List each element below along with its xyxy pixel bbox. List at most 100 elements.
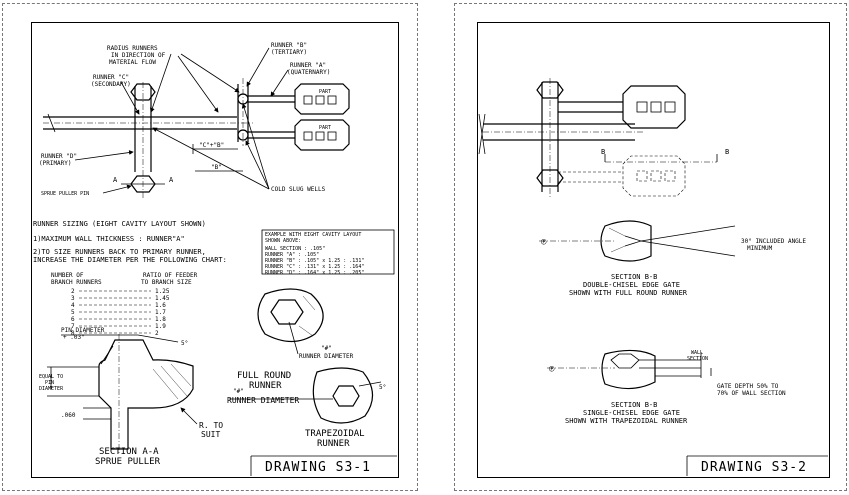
example-box: EXAMPLE WITH EIGHT CAVITY LAYOUT SHOWN A… [261, 229, 395, 276]
runner-c-label: RUNNER "C" [93, 74, 129, 81]
equal-to-sub-2: DIAMETER [39, 386, 64, 392]
chart-row-ratio: 1.9 [155, 323, 166, 330]
chart-row-branches: 7 [71, 323, 75, 330]
example-row: RUNNER "B" : .105" x 1.25 : .131" [265, 258, 364, 264]
note-2a: 2)TO SIZE RUNNERS BACK TO PRIMARY RUNNER… [33, 248, 206, 256]
section-mark-b-left: B [601, 148, 605, 156]
section-mark-a-right: A [169, 176, 174, 184]
trap-dim-label: RUNNER DIAMETER [227, 396, 299, 405]
single-chisel-gate-section: ℗ WALL SECTION GATE DEPTH 50% TO 70% OF … [547, 349, 786, 425]
drawing-frame [31, 22, 399, 478]
single-chisel-title-2: SINGLE-CHISEL EDGE GATE [583, 409, 680, 417]
sprue-puller-section: PIN DIAMETER + .03" 5° EQUAL TO PIN DIAM… [39, 327, 223, 467]
full-round-dim: "#" [321, 345, 332, 352]
radius-runners-label-3: MATERIAL FLOW [109, 59, 156, 66]
chart-row-ratio: 1.6 [155, 302, 166, 309]
note-2b: INCREASE THE DIAMETER PER THE FOLLOWING … [33, 256, 227, 264]
chart-row-ratio: 1.25 [155, 288, 170, 295]
parting-line-symbol: ℗ [549, 365, 555, 375]
section-a-a-title: SECTION A-A [99, 447, 159, 457]
angle-note-sub: MINIMUM [747, 245, 773, 252]
runner-sizing-notes: RUNNER SIZING (EIGHT CAVITY LAYOUT SHOWN… [33, 220, 227, 264]
pin-diameter-label: PIN DIAMETER [61, 327, 105, 334]
trap-dim: "#" [233, 388, 244, 395]
pin-diameter-sub: + .03" [63, 334, 85, 341]
callouts: RADIUS RUNNERS IN DIRECTION OF MATERIAL … [39, 42, 330, 197]
example-row: RUNNER "C" : .131" x 1.25 : .164" [265, 264, 364, 270]
radius-runners-label: RADIUS RUNNERS [107, 45, 158, 52]
chart-col2-header-2: TO BRANCH SIZE [141, 279, 192, 286]
runner-c-sub: (SECONDARY) [91, 81, 131, 88]
double-chisel-title: SECTION B-B [611, 273, 657, 281]
double-chisel-gate-section: ℗ 30° INCLUDED ANGLE MINIMUM SECTION B-B… [539, 220, 806, 297]
part-label: PART [319, 125, 331, 131]
angle-note: 30° INCLUDED ANGLE [741, 238, 806, 245]
runner-a-sub: (QUATERNARY) [287, 69, 330, 76]
equal-to-sub: PIN [45, 380, 54, 386]
chart-col1-header: NUMBER OF [51, 272, 84, 279]
full-round-runner-section: "#" RUNNER DIAMETER FULL ROUND RUNNER [237, 288, 354, 391]
notes-heading: RUNNER SIZING (EIGHT CAVITY LAYOUT SHOWN… [33, 220, 206, 228]
drawing-sheet-s3-2: B B ℗ 30° INCLUDED ANGLE MINIMUM SECTION… [454, 3, 847, 491]
full-round-title: FULL ROUND [237, 371, 291, 381]
runner-b-label: RUNNER "B" [271, 42, 307, 49]
example-title: EXAMPLE WITH EIGHT CAVITY LAYOUT [265, 232, 361, 238]
gate-layout: B B [478, 78, 729, 199]
example-row: RUNNER "D" : .164" x 1.25 : .205" [265, 270, 364, 276]
dim-b: "B" [211, 164, 222, 171]
note-1: 1)MAXIMUM WALL THICKNESS : RUNNER"A" [33, 235, 185, 243]
gate-depth-sub: 70% OF WALL SECTION [717, 390, 786, 397]
chart-row-branches: 4 [71, 302, 75, 309]
drawing-sheet-s3-1: PART PART RADIUS RUNNERS IN DIRECTION OF… [2, 3, 418, 491]
chart-row-branches: 5 [71, 309, 75, 316]
chart-col1-header-2: BRANCH RUNNERS [51, 279, 102, 286]
chart-row-ratio: 1.7 [155, 309, 166, 316]
chart-row-branches: 2 [71, 288, 75, 295]
example-row: WALL SECTION : .105" [265, 246, 325, 252]
wall-label: WALL [691, 350, 703, 356]
drawing-label-s3-1: DRAWING S3-1 [265, 460, 371, 475]
trap-title: TRAPEZOIDAL [305, 429, 365, 439]
double-chisel-title-3: SHOWN WITH FULL ROUND RUNNER [569, 289, 688, 297]
cold-slug-label: COLD SLUG WELLS [271, 186, 326, 193]
part-label: PART [319, 89, 331, 95]
ratio-chart: NUMBER OF BRANCH RUNNERS RATIO OF FEEDER… [51, 272, 198, 337]
gate-depth-note: GATE DEPTH 50% TO [717, 383, 779, 390]
chart-row-branches: 8 [71, 330, 75, 337]
example-row: RUNNER "A" : .105" [265, 252, 319, 258]
chart-row-ratio: 1.8 [155, 316, 166, 323]
sprue-pin-label: SPRUE PULLER PIN [41, 191, 89, 197]
chart-row-branches: 6 [71, 316, 75, 323]
runner-layout: PART PART [43, 78, 350, 199]
trapezoidal-runner-section: 5° "#" RUNNER DIAMETER TRAPEZOIDAL RUNNE… [227, 367, 386, 449]
parting-line-symbol: ℗ [541, 238, 547, 248]
sprue-puller-title: SPRUE PULLER [95, 457, 161, 467]
radius-label: R. TO [199, 421, 223, 430]
runner-a-label: RUNNER "A" [290, 62, 326, 69]
trap-title-2: RUNNER [317, 439, 350, 449]
runner-b-sub: (TERTIARY) [271, 49, 307, 56]
drawing-frame [477, 22, 830, 478]
angle-5-deg: 5° [181, 340, 188, 347]
chart-row-ratio: 2 [155, 330, 159, 337]
trap-angle: 5° [379, 384, 386, 391]
section-mark-b-right: B [725, 148, 729, 156]
section-mark-a-left: A [113, 176, 118, 184]
drawing-s3-2-canvas: B B ℗ 30° INCLUDED ANGLE MINIMUM SECTION… [478, 78, 828, 476]
single-chisel-title-3: SHOWN WITH TRAPEZOIDAL RUNNER [565, 417, 688, 425]
radius-sub: SUIT [201, 430, 220, 439]
single-chisel-title: SECTION B-B [611, 401, 657, 409]
example-title-2: SHOWN ABOVE: [265, 238, 301, 244]
equal-to-label: EQUAL TO [39, 374, 63, 380]
runner-d-label: RUNNER "D" [41, 153, 77, 160]
double-chisel-title-2: DOUBLE-CHISEL EDGE GATE [583, 281, 680, 289]
radius-runners-label-2: IN DIRECTION OF [111, 52, 166, 59]
drawing-s3-1-canvas: PART PART RADIUS RUNNERS IN DIRECTION OF… [33, 42, 397, 476]
runner-d-sub: (PRIMARY) [39, 160, 72, 167]
chart-col2-header: RATIO OF FEEDER [143, 272, 198, 279]
dim-c-plus-b: "C"+"B" [199, 142, 224, 149]
dim-060: .060 [61, 412, 76, 419]
full-round-title-2: RUNNER [249, 381, 282, 391]
drawing-label-s3-2: DRAWING S3-2 [701, 460, 807, 475]
chart-row-branches: 3 [71, 295, 75, 302]
